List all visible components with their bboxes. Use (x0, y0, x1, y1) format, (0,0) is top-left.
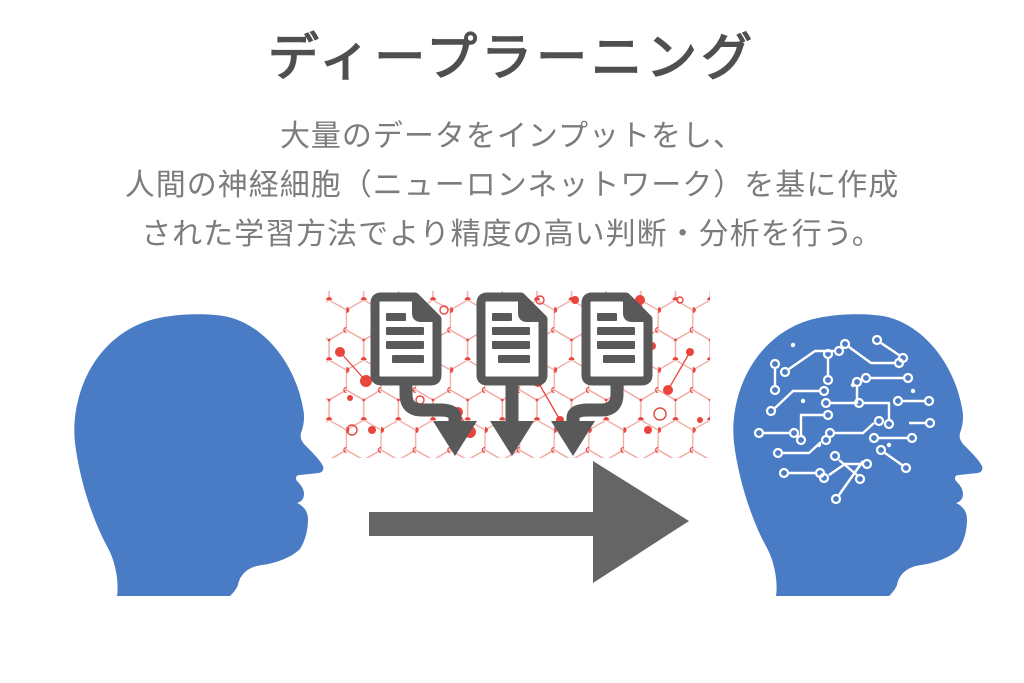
human-head-left (74, 314, 324, 596)
description-line-3: された学習方法でより精度の高い判断・分析を行う。 (141, 217, 883, 252)
down-arrow-icons (399, 384, 624, 456)
document-icon (481, 297, 543, 381)
document-icon (586, 297, 648, 381)
right-arrow-icon (369, 461, 689, 583)
description-line-2: 人間の神経細胞（ニューロンネットワーク）を基に作成 (124, 168, 900, 203)
document-icon (375, 297, 437, 381)
description-line-1: 大量のデータをインプットをし、 (279, 119, 745, 154)
page-title: ディープラーニング (267, 29, 757, 88)
circuit-brain-icon (753, 334, 936, 505)
diagram-graphic (74, 291, 983, 596)
human-head-right (733, 314, 983, 596)
description-block: 大量のデータをインプットをし、 人間の神経細胞（ニューロンネットワーク）を基に作… (0, 112, 1024, 259)
